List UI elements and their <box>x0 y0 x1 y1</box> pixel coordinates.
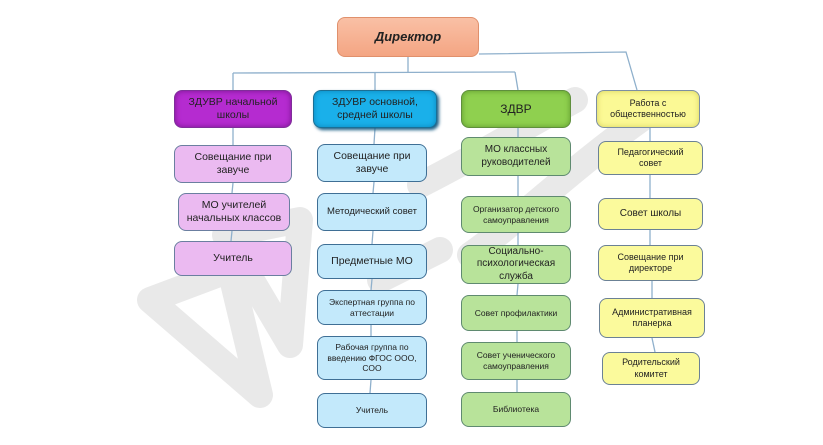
node-label: Совет профилактики <box>474 307 558 318</box>
node-purple-1[interactable]: Совещание при завуче <box>174 145 292 183</box>
branch-head-secondary-school[interactable]: ЗДУВР основной, средней школы <box>313 90 437 128</box>
branch-head-label: ЗДВР <box>500 101 532 116</box>
branch-head-public-relations[interactable]: Работа с общественностью <box>596 90 700 128</box>
node-label: Учитель <box>213 251 253 264</box>
connector-b2 <box>372 181 375 194</box>
node-blue-1[interactable]: Совещание при завуче <box>317 144 427 182</box>
node-blue-4[interactable]: Экспертная группа по аттестации <box>317 290 427 325</box>
node-blue-2[interactable]: Методический совет <box>317 193 427 231</box>
watermark-triangle-1 <box>137 257 273 408</box>
node-label: Методический совет <box>327 206 417 218</box>
node-label: Предметные МО <box>331 254 413 267</box>
branch-head-label: ЗДУВР основной, средней школы <box>332 95 418 121</box>
node-green-2[interactable]: Организатор детского самоуправления <box>461 196 571 233</box>
node-purple-2[interactable]: МО учителей начальных классов <box>178 193 290 231</box>
node-blue-5[interactable]: Рабочая группа по введению ФГОС ООО, СОО <box>317 336 427 380</box>
node-label: Библиотека <box>492 404 540 415</box>
node-label: Социально-психологическая служба <box>476 245 556 282</box>
node-green-3[interactable]: Социально-психологическая служба <box>461 245 571 284</box>
connector-y5 <box>651 337 656 353</box>
node-label: Родительский комитет <box>622 357 680 379</box>
connector-yellow <box>478 51 638 91</box>
watermark-stroke-2 <box>457 107 653 268</box>
node-green-6[interactable]: Библиотека <box>461 392 571 427</box>
node-label: МО классных руководителей <box>481 144 551 168</box>
connector-b1 <box>373 127 376 145</box>
node-yellow-5[interactable]: Родительский комитет <box>602 352 700 385</box>
node-label: Совещание при директоре <box>617 251 684 273</box>
node-label: Педагогический совет <box>617 146 684 168</box>
node-label: Организатор детского самоуправления <box>472 203 560 225</box>
node-green-4[interactable]: Совет профилактики <box>461 295 571 331</box>
director-box[interactable]: Директор <box>337 17 479 57</box>
branch-head-primary-school[interactable]: ЗДУВР начальной школы <box>174 90 292 128</box>
branch-head-zdvr[interactable]: ЗДВР <box>461 90 571 128</box>
connector-b6 <box>369 379 372 394</box>
director-label: Директор <box>374 28 442 44</box>
node-green-1[interactable]: МО классных руководителей <box>461 137 571 176</box>
node-green-5[interactable]: Совет ученического самоуправления <box>461 342 571 380</box>
connector-green <box>514 71 519 91</box>
node-label: Совещание при завуче <box>333 149 411 175</box>
connector-g4 <box>516 283 519 296</box>
node-yellow-4[interactable]: Административная планерка <box>599 298 705 338</box>
connector-b4 <box>370 278 373 291</box>
node-label: МО учителей начальных классов <box>186 198 282 224</box>
branch-head-label: ЗДУВР начальной школы <box>188 95 278 121</box>
connector-p3 <box>230 230 233 242</box>
branch-head-label: Работа с общественностью <box>610 97 686 119</box>
connector-bus <box>232 71 516 74</box>
node-blue-3[interactable]: Предметные МО <box>317 244 427 279</box>
node-label: Административная планерка <box>612 306 692 328</box>
connector-p2 <box>231 182 234 194</box>
node-yellow-2[interactable]: Совет школы <box>598 198 703 230</box>
node-yellow-1[interactable]: Педагогический совет <box>598 141 703 175</box>
node-label: Совет ученического самоуправления <box>476 350 556 371</box>
node-label: Учитель <box>355 405 389 416</box>
node-label: Совещание при завуче <box>194 150 272 176</box>
node-yellow-3[interactable]: Совещание при директоре <box>598 245 703 281</box>
node-blue-6[interactable]: Учитель <box>317 393 427 428</box>
node-label: Экспертная группа по аттестации <box>329 296 415 318</box>
connector-b3 <box>371 230 374 245</box>
node-purple-3[interactable]: Учитель <box>174 241 292 276</box>
node-label: Совет школы <box>619 207 682 219</box>
node-label: Рабочая группа по введению ФГОС ООО, СОО <box>327 342 417 374</box>
